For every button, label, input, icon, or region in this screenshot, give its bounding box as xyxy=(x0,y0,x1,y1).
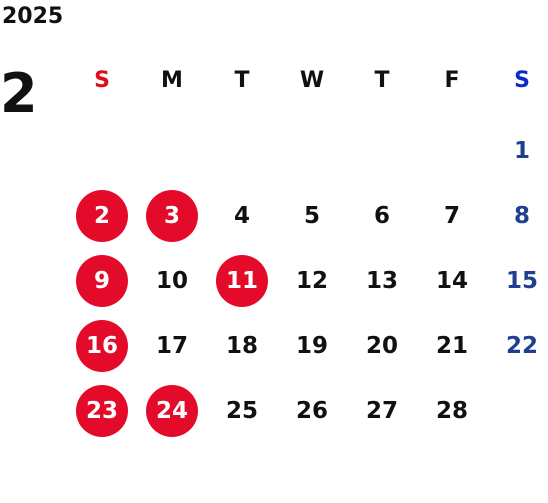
calendar-week: 1 xyxy=(67,118,548,183)
calendar-day: 8 xyxy=(487,183,548,248)
holiday-day-number: 3 xyxy=(146,189,198,242)
calendar-day xyxy=(347,118,417,183)
weekday-saturday: S xyxy=(514,68,530,93)
day-number: 7 xyxy=(443,202,460,229)
calendar-week: 9 10 11 12 13 14 15 xyxy=(67,248,548,313)
calendar-day: 17 xyxy=(137,313,207,378)
day-number xyxy=(286,125,338,177)
day-number: 17 xyxy=(155,332,188,359)
day-number: 18 xyxy=(225,332,258,359)
day-number: 13 xyxy=(365,267,398,294)
day-number: 19 xyxy=(295,332,328,359)
day-number xyxy=(496,385,548,437)
calendar-week: 23 24 25 26 27 28 xyxy=(67,378,548,443)
calendar-day xyxy=(417,118,487,183)
day-number: 12 xyxy=(295,267,328,294)
calendar-day: 12 xyxy=(277,248,347,313)
calendar-day: 20 xyxy=(347,313,417,378)
weekday-monday: M xyxy=(161,68,183,93)
holiday-day-number: 11 xyxy=(216,254,268,307)
calendar-day: 26 xyxy=(277,378,347,443)
calendar-day: 1 xyxy=(487,118,548,183)
day-number: 22 xyxy=(505,332,538,359)
holiday-day-number: 16 xyxy=(76,319,128,372)
weekday-friday: F xyxy=(444,68,460,93)
day-number: 21 xyxy=(435,332,468,359)
calendar-day-holiday: 3 xyxy=(137,183,207,248)
calendar-day: 14 xyxy=(417,248,487,313)
calendar-day: 22 xyxy=(487,313,548,378)
day-number xyxy=(356,125,408,177)
calendar-day: 5 xyxy=(277,183,347,248)
weekday-tuesday: T xyxy=(234,68,250,93)
day-number: 1 xyxy=(513,137,530,164)
weekday-sunday: S xyxy=(94,68,110,93)
year-label: 2025 xyxy=(2,4,64,29)
day-number: 15 xyxy=(505,267,538,294)
calendar-day: 19 xyxy=(277,313,347,378)
day-number: 27 xyxy=(365,397,398,424)
calendar-day: 13 xyxy=(347,248,417,313)
calendar-day-holiday: 11 xyxy=(207,248,277,313)
holiday-day-number: 2 xyxy=(76,189,128,242)
calendar-day: 25 xyxy=(207,378,277,443)
calendar-grid: 1 2 3 4 5 6 7 8 9 10 11 12 13 14 15 16 1… xyxy=(67,118,548,443)
calendar-day: 15 xyxy=(487,248,548,313)
day-number: 20 xyxy=(365,332,398,359)
holiday-day-number: 24 xyxy=(146,384,198,437)
weekday-wednesday: W xyxy=(299,68,325,93)
holiday-day-number: 9 xyxy=(76,254,128,307)
calendar-day-holiday: 9 xyxy=(67,248,137,313)
calendar-day: 28 xyxy=(417,378,487,443)
calendar-day: 27 xyxy=(347,378,417,443)
day-number xyxy=(426,125,478,177)
day-number: 5 xyxy=(303,202,320,229)
day-number: 28 xyxy=(435,397,468,424)
calendar-day xyxy=(137,118,207,183)
day-number: 4 xyxy=(233,202,250,229)
calendar-day: 18 xyxy=(207,313,277,378)
day-number: 14 xyxy=(435,267,468,294)
day-number: 10 xyxy=(155,267,188,294)
calendar-day: 21 xyxy=(417,313,487,378)
calendar-day xyxy=(487,378,548,443)
day-number xyxy=(216,125,268,177)
calendar-day xyxy=(67,118,137,183)
day-number xyxy=(146,125,198,177)
calendar-week: 2 3 4 5 6 7 8 xyxy=(67,183,548,248)
month-number: 2 xyxy=(0,62,38,125)
calendar-day xyxy=(207,118,277,183)
weekday-thursday: T xyxy=(374,68,390,93)
calendar-day xyxy=(277,118,347,183)
calendar-day: 7 xyxy=(417,183,487,248)
calendar-day: 6 xyxy=(347,183,417,248)
day-number: 26 xyxy=(295,397,328,424)
day-number: 6 xyxy=(373,202,390,229)
calendar-day-holiday: 2 xyxy=(67,183,137,248)
holiday-day-number: 23 xyxy=(76,384,128,437)
calendar-day: 10 xyxy=(137,248,207,313)
weekday-header-row: S M T W T F S xyxy=(67,65,548,97)
calendar-day: 4 xyxy=(207,183,277,248)
calendar-day-holiday: 23 xyxy=(67,378,137,443)
calendar-week: 16 17 18 19 20 21 22 xyxy=(67,313,548,378)
day-number: 25 xyxy=(225,397,258,424)
day-number xyxy=(76,125,128,177)
calendar-day-holiday: 24 xyxy=(137,378,207,443)
calendar-day-holiday: 16 xyxy=(67,313,137,378)
day-number: 8 xyxy=(513,202,530,229)
